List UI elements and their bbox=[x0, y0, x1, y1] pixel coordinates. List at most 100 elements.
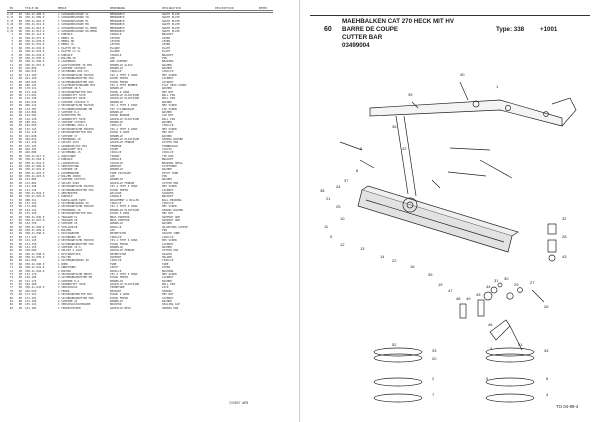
parts-cell: 50 bbox=[9, 195, 13, 199]
parts-cell: 1 VERSCHLUSSSCHRAUBE bbox=[58, 303, 91, 307]
parts-cell: 33 bbox=[9, 137, 13, 141]
callout-number: 33 bbox=[432, 348, 437, 353]
parts-cell: RESSORT bbox=[110, 289, 122, 293]
parts-cell: 00 bbox=[18, 185, 22, 189]
parts-cell: 2 SICHERUNGSMUTTER M12 bbox=[58, 188, 94, 192]
parts-cell: 3 bbox=[11, 40, 13, 43]
parts-cell: 171.151 bbox=[25, 293, 37, 297]
parts-cell: 00 bbox=[18, 245, 22, 249]
parts-cell: SWATH PLATE bbox=[162, 13, 180, 16]
parts-cell: 00 bbox=[18, 283, 22, 286]
callout-number: 43 bbox=[562, 254, 567, 259]
parts-cell: 338.41.032.0 bbox=[25, 46, 45, 50]
parts-cell: 00 bbox=[18, 161, 22, 165]
parts-cell: WASHER bbox=[162, 178, 172, 182]
parts-cell: 1 SCHWADERSCHARE VR bbox=[58, 16, 89, 20]
parts-cell: 00 bbox=[18, 117, 22, 121]
parts-cell: RONDELLE bbox=[110, 110, 123, 114]
parts-cell: 134.103 bbox=[25, 107, 37, 111]
parts-cell: 192.050 bbox=[25, 124, 37, 128]
parts-cell: LEVIER bbox=[110, 43, 120, 47]
parts-cell: 338.41.033.0 bbox=[25, 50, 45, 54]
parts-cell: 0,30 bbox=[7, 29, 13, 33]
parts-cell: 2 SICHERUNG 15 bbox=[58, 151, 81, 155]
parts-cell: 2 BOLZEN 30 bbox=[58, 56, 76, 60]
parts-cell: 58 bbox=[9, 222, 13, 226]
parts-cell: 54 bbox=[9, 208, 13, 212]
page-number: 60 bbox=[324, 26, 332, 33]
parts-cell: 2 SICHERUNG 25X1.2 bbox=[58, 124, 88, 128]
parts-cell: 1 VERSTEIFUNG bbox=[58, 164, 80, 168]
parts-cell: 75 bbox=[9, 279, 13, 283]
parts-cell: WASHER bbox=[162, 279, 172, 283]
parts-cell: WASHER bbox=[162, 100, 172, 104]
parts-cell: CONSOLE bbox=[110, 158, 122, 162]
parts-cell: 00 bbox=[18, 104, 22, 108]
parts-cell: SWATH PLATE bbox=[162, 26, 180, 30]
parts-cell: MEHRZWECK bbox=[110, 26, 125, 30]
parts-cell: 00 bbox=[18, 83, 22, 87]
parts-cell: SUPPORT ARM bbox=[162, 215, 180, 219]
parts-cell: SPACER TUBE bbox=[162, 232, 180, 236]
parts-cell: VIS A TETE 6 PANS bbox=[110, 239, 138, 243]
parts-cell: ROLL PIN bbox=[162, 97, 175, 101]
parts-cell: CIRCLIP bbox=[110, 151, 122, 155]
parts-cell: 82 bbox=[9, 303, 13, 307]
parts-cell: 421.068 bbox=[25, 259, 37, 263]
parts-cell: GOUPILLE ELASTIQUE bbox=[110, 97, 140, 101]
parts-cell: PLAQUE bbox=[110, 50, 120, 54]
callout-number: 34 bbox=[544, 348, 549, 353]
parts-cell: 66 bbox=[9, 249, 13, 253]
parts-cell: HOLDER bbox=[162, 256, 172, 259]
parts-cell: 62 bbox=[9, 235, 13, 239]
parts-cell: 39 bbox=[9, 158, 13, 162]
parts-cell: 00 bbox=[18, 181, 22, 185]
parts-cell: 1 SPANNSCHLOSS M16 bbox=[58, 144, 88, 148]
parts-cell: 48 bbox=[9, 188, 13, 192]
parts-cell: 2 SECHSKANTSCHR M12X30 bbox=[58, 104, 94, 108]
parts-cell: 00 bbox=[18, 97, 22, 101]
parts-cell: CIRCLIP bbox=[162, 235, 174, 239]
parts-cell: 338.41.040.0 bbox=[25, 262, 45, 266]
parts-cell: 00 bbox=[18, 239, 22, 243]
parts-cell: CONSOLE bbox=[110, 195, 122, 199]
callout-number: 46 bbox=[488, 322, 493, 327]
parts-cell: 00 bbox=[18, 33, 22, 37]
parts-cell: LEVER bbox=[162, 40, 171, 43]
parts-cell: 2 SECHSKANTMUTTER M16 bbox=[58, 212, 92, 216]
header-fr: DESIGNATION bbox=[162, 6, 181, 10]
parts-cell: ECROU 6 PANS bbox=[110, 293, 130, 297]
parts-cell: RONDELLE bbox=[110, 299, 123, 303]
parts-cell: 00 bbox=[18, 127, 22, 131]
parts-cell: 00 bbox=[18, 222, 22, 226]
parts-cell: 338.41.013.0 bbox=[25, 29, 45, 33]
parts-cell: ECROU FREIN bbox=[110, 188, 128, 192]
parts-cell: LEVIER bbox=[110, 40, 120, 43]
callout-number: 12 bbox=[340, 242, 345, 247]
parts-cell: 00 bbox=[18, 70, 22, 74]
parts-cell: ENTRETOISE bbox=[110, 252, 127, 256]
parts-cell: 47 bbox=[9, 185, 13, 189]
parts-cell: 0,10 bbox=[7, 16, 13, 20]
parts-cell: 81 bbox=[9, 299, 13, 303]
parts-cell: 2 SECHSKANTSCHR M10X30 bbox=[58, 239, 94, 243]
parts-cell: 24 bbox=[9, 107, 13, 111]
parts-cell: 00 bbox=[18, 144, 22, 148]
parts-cell: RONDELLE ELASTIQUE bbox=[110, 137, 140, 141]
parts-cell: GOUPILLE BETA bbox=[110, 306, 132, 310]
parts-cell: 00 bbox=[18, 114, 22, 118]
